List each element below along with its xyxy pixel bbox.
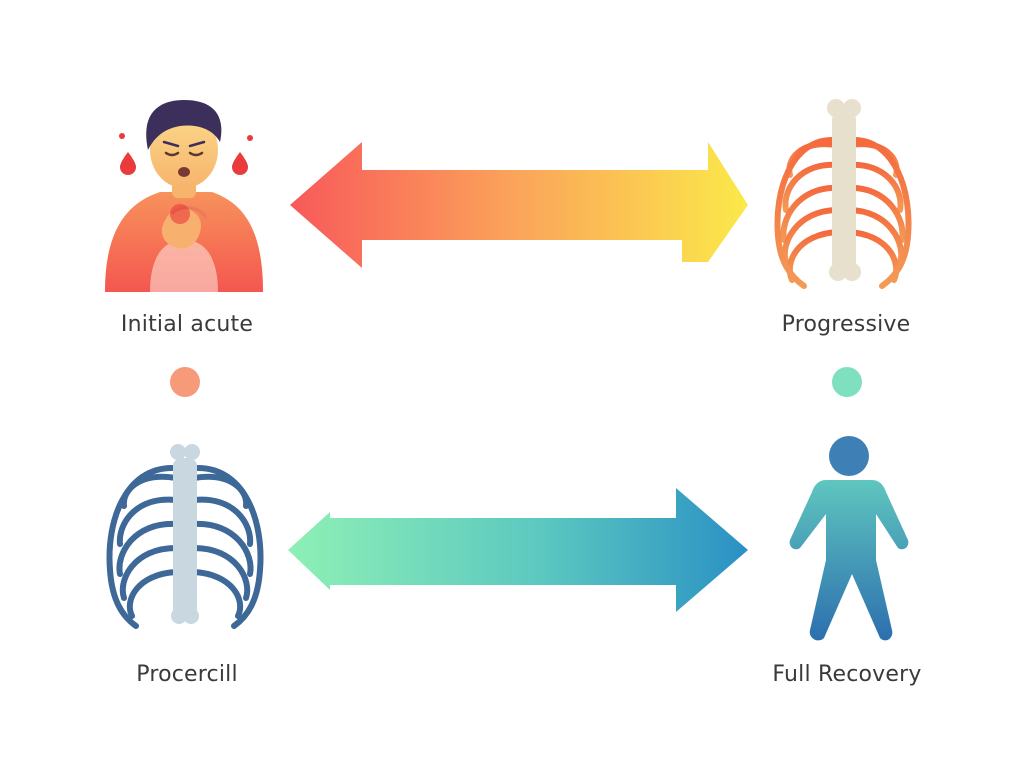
standing-person-icon: [789, 436, 909, 641]
bottom-double-arrow: [288, 488, 748, 612]
label-procercill: Procercill: [136, 662, 238, 687]
top-double-arrow: [290, 142, 748, 268]
ribcage-icon: [774, 99, 912, 289]
progress-dot-right: [832, 367, 862, 397]
ribcage-icon: [106, 444, 264, 629]
label-initial-acute: Initial acute: [120, 312, 254, 337]
progress-dot-left: [170, 367, 200, 397]
label-full-recovery: Full Recovery: [772, 662, 922, 687]
label-progressive: Progressive: [781, 312, 911, 337]
distressed-person-icon: [105, 100, 263, 292]
